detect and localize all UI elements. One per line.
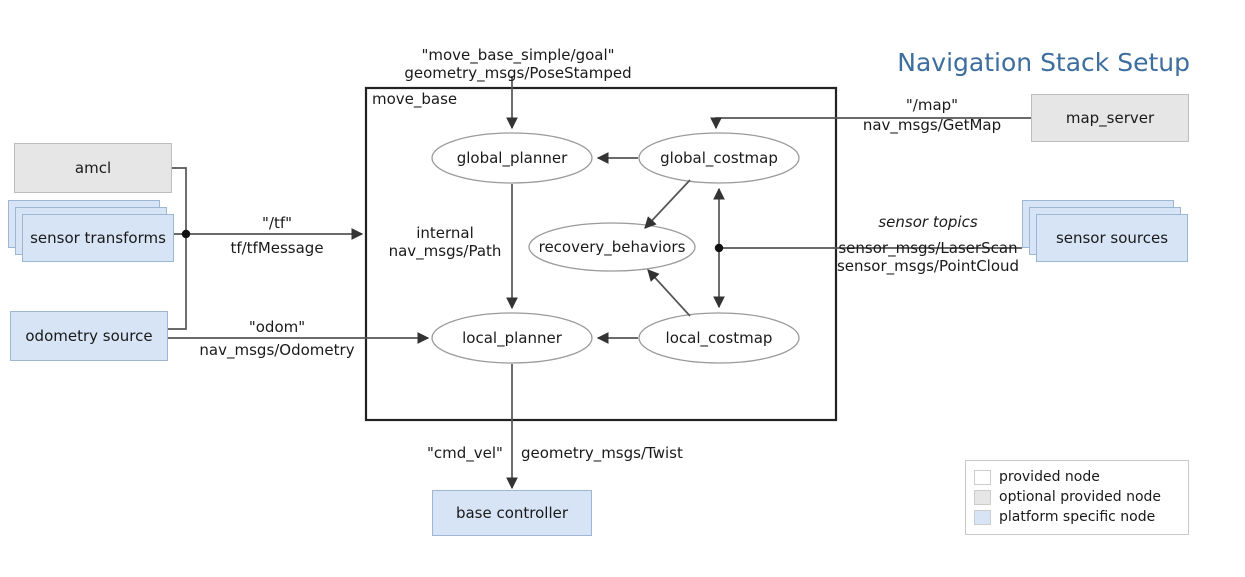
- node-global-planner-label[interactable]: global_planner: [456, 149, 568, 167]
- node-amcl[interactable]: amcl: [14, 143, 172, 193]
- edge-label-map-type: nav_msgs/GetMap: [862, 116, 1002, 134]
- edge-label-odom-type: nav_msgs/Odometry: [199, 341, 355, 359]
- legend-swatch-optional-provided-node: [974, 489, 991, 505]
- node-global-costmap-shape: [638, 132, 800, 184]
- legend-item-optional-provided-node: optional provided node: [974, 487, 1180, 507]
- sensor-transforms-label: sensor transforms: [22, 214, 174, 262]
- node-global-costmap-label[interactable]: global_costmap: [660, 149, 778, 167]
- page-title: Navigation Stack Setup: [897, 48, 1190, 77]
- node-sensor-transforms[interactable]: sensor transforms: [8, 200, 178, 268]
- node-sensor-sources[interactable]: sensor sources: [1022, 200, 1197, 268]
- sensor-sources-label: sensor sources: [1036, 214, 1188, 262]
- edge-label-internal-type: nav_msgs/Path: [388, 242, 502, 260]
- edge-label-odom-topic: "odom": [248, 318, 306, 336]
- legend-swatch-provided-node: [974, 469, 991, 485]
- node-recovery-behaviors-label[interactable]: recovery_behaviors: [538, 238, 686, 256]
- edge-label-goal-topic: "move_base_simple/goal": [421, 46, 615, 64]
- edge-label-sensor-type-laser: sensor_msgs/LaserScan: [838, 239, 1018, 257]
- legend: provided node optional provided node pla…: [965, 460, 1189, 535]
- edge-global-costmap-to-recovery: [644, 179, 691, 229]
- edge-label-tf-type: tf/tfMessage: [230, 239, 324, 257]
- node-recovery-behaviors-shape: [528, 222, 696, 272]
- node-global-planner-shape: [431, 132, 593, 184]
- node-map-server[interactable]: map_server: [1031, 94, 1189, 142]
- junction-sensor-topics: [714, 243, 724, 253]
- node-odometry-source[interactable]: odometry source: [10, 311, 168, 361]
- edge-label-sensor-topics: sensor topics: [878, 213, 978, 231]
- edge-label-map-topic: "/map": [905, 96, 959, 114]
- move-base-container-rect: [364, 86, 838, 422]
- edge-label-goal-type: geometry_msgs/PoseStamped: [404, 64, 632, 82]
- node-local-costmap-shape: [638, 312, 800, 364]
- node-local-planner-label[interactable]: local_planner: [462, 329, 562, 347]
- edge-odometry-to-tf-bus: [168, 234, 187, 330]
- node-base-controller[interactable]: base controller: [432, 490, 592, 536]
- legend-item-provided-node: provided node: [974, 467, 1180, 487]
- edge-map-to-global-costmap: [710, 117, 1031, 130]
- legend-label-provided-node: provided node: [999, 469, 1100, 485]
- edge-label-cmd-vel-topic: "cmd_vel": [427, 444, 503, 462]
- edge-amcl-to-tf-bus: [172, 167, 187, 234]
- legend-label-optional-provided-node: optional provided node: [999, 489, 1162, 505]
- edge-label-tf-topic: "/tf": [261, 214, 293, 232]
- edge-label-internal-word: internal: [416, 224, 474, 242]
- edge-local-costmap-to-recovery: [647, 269, 691, 317]
- legend-label-platform-specific-node: platform specific node: [999, 509, 1156, 525]
- legend-swatch-platform-specific-node: [974, 509, 991, 525]
- node-local-planner-shape: [431, 312, 593, 364]
- junction-tf-bus: [181, 229, 191, 239]
- move-base-label: move_base: [372, 90, 458, 108]
- edge-label-sensor-type-cloud: sensor_msgs/PointCloud: [836, 257, 1020, 275]
- edge-label-cmd-vel-type: geometry_msgs/Twist: [521, 444, 683, 462]
- legend-item-platform-specific-node: platform specific node: [974, 507, 1180, 527]
- node-local-costmap-label[interactable]: local_costmap: [665, 329, 773, 347]
